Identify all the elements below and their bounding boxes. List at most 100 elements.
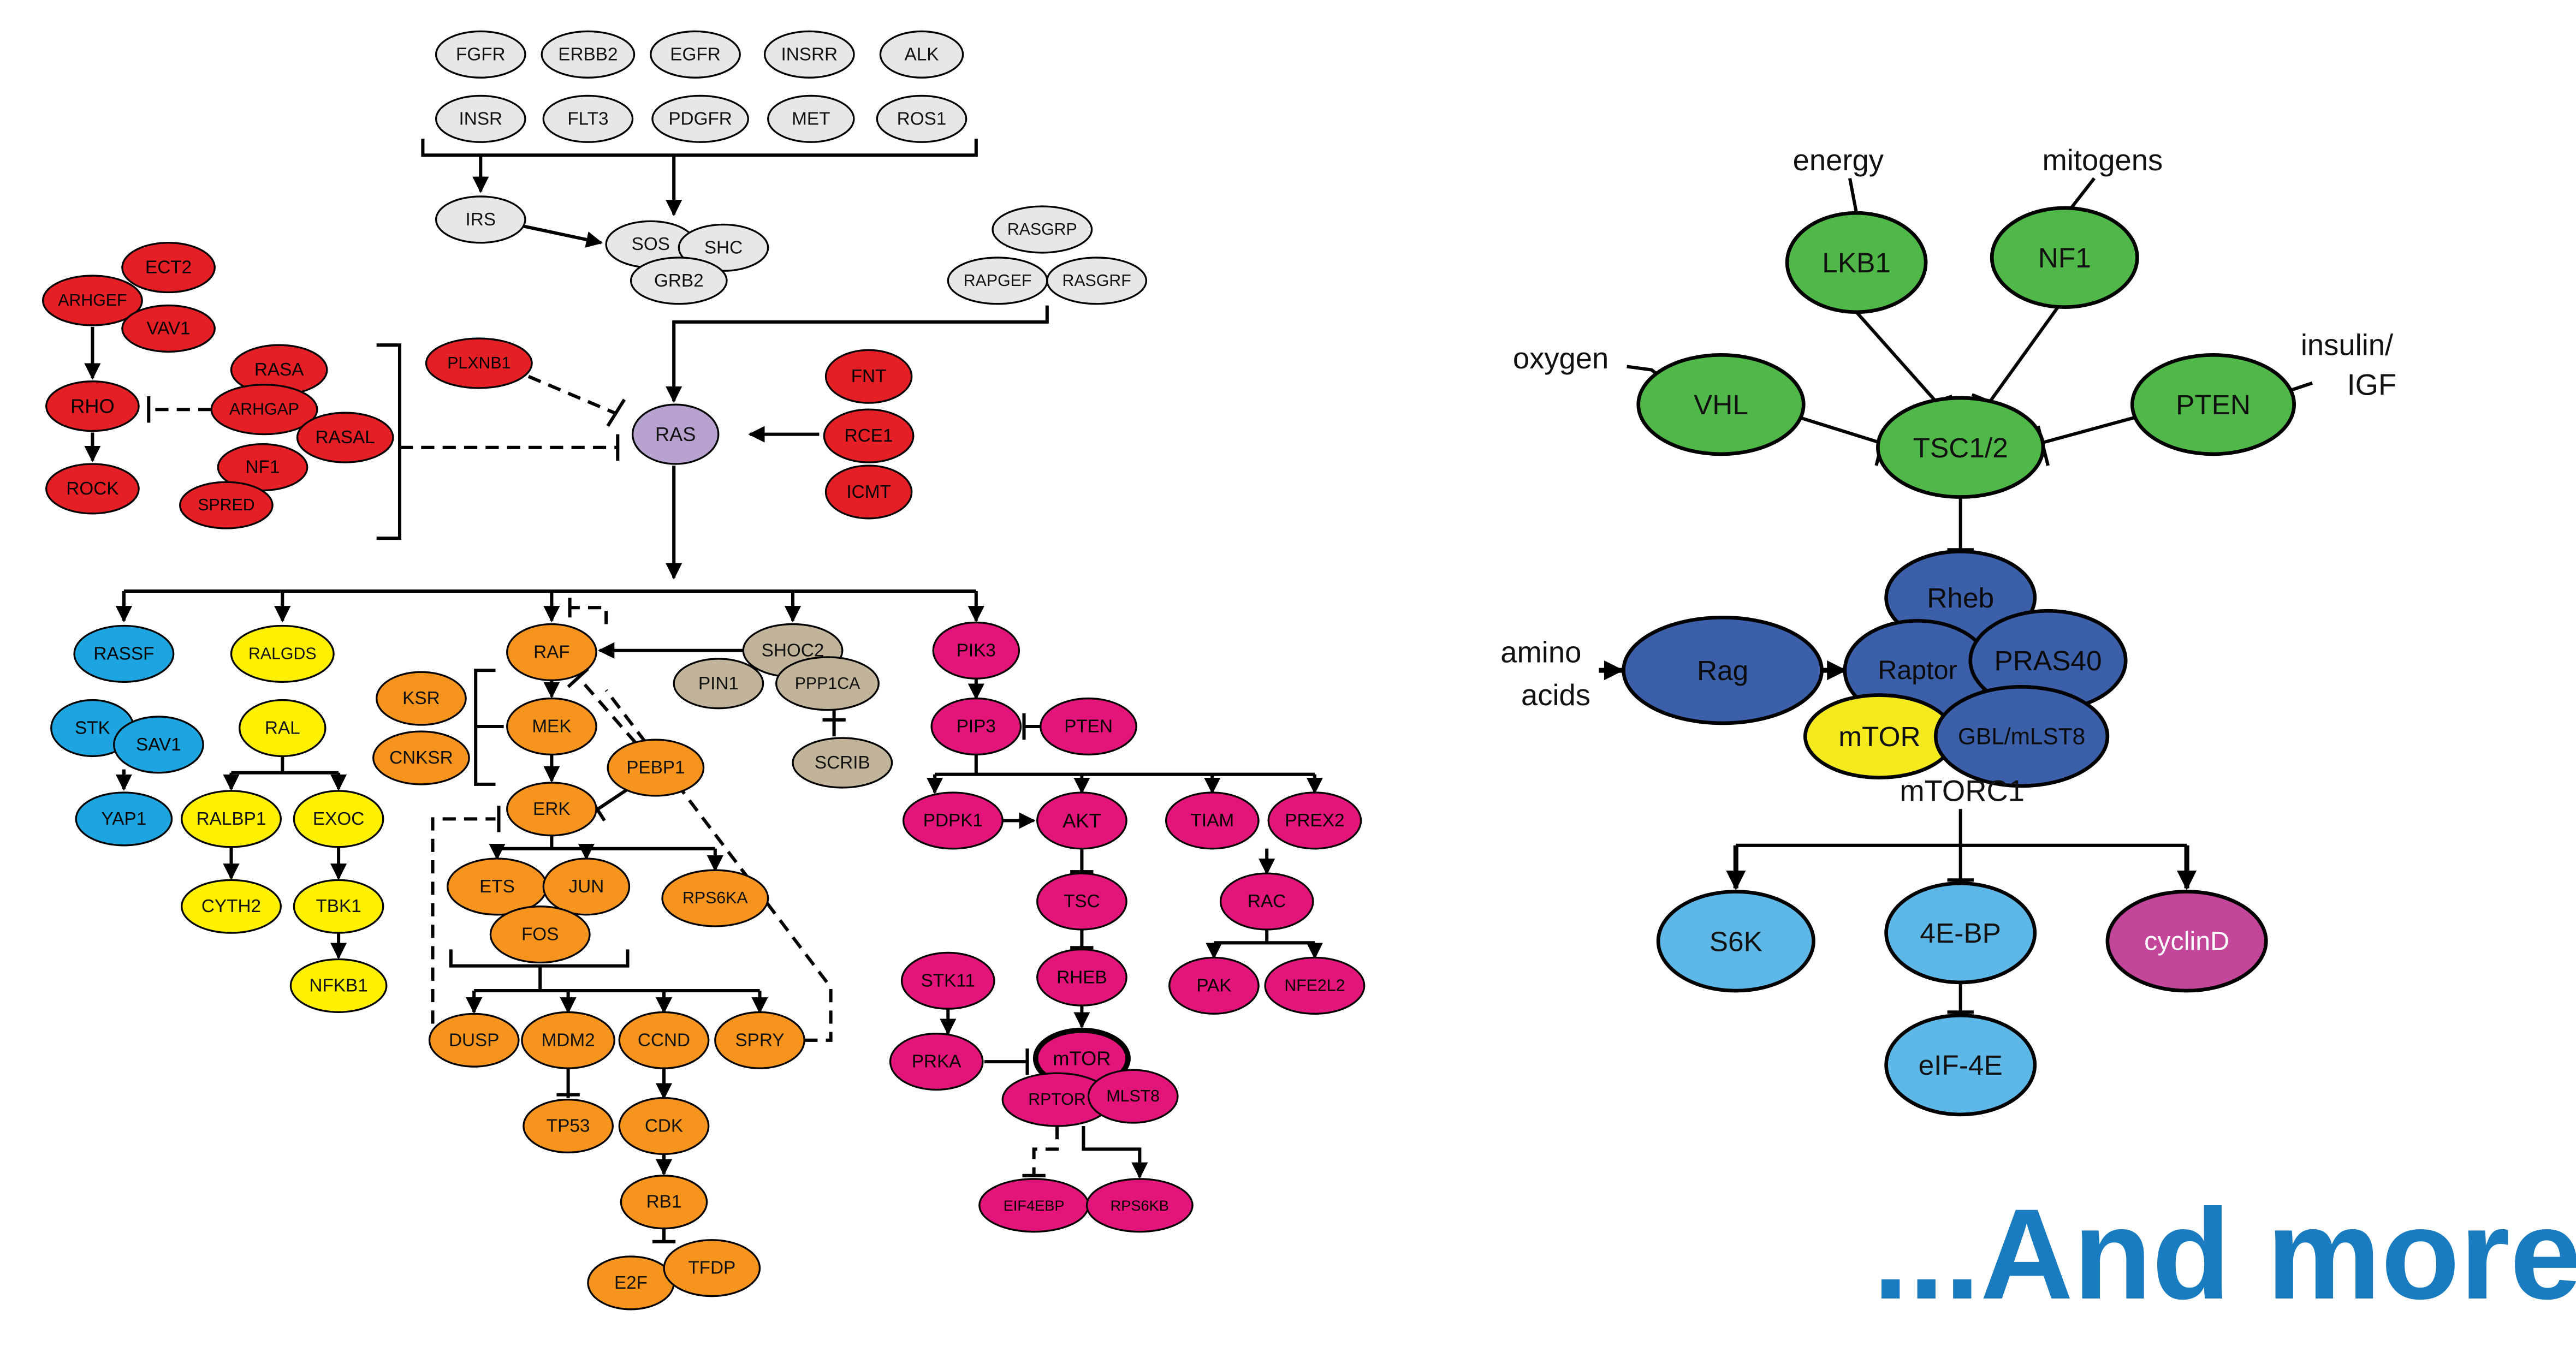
edge-spry-feedback-top: [569, 606, 608, 624]
node-arhgap: ARHGAP: [210, 384, 318, 436]
node-fnt: FNT: [824, 349, 913, 404]
node-insr-shape: [435, 94, 526, 143]
node-ros1-label: ROS1: [897, 109, 947, 129]
edge-irs-to-sos: [523, 224, 603, 248]
node-pebp1: PEBP1: [607, 738, 705, 797]
node-ralgds-label: RALGDS: [248, 645, 317, 663]
node-pak-shape: [1168, 956, 1260, 1015]
node-ras: RAS: [631, 403, 720, 465]
node-cyclind-shape: [2105, 890, 2268, 993]
node-dusp: DUSP: [428, 1012, 520, 1068]
edge-spry-inhibit-raf: [604, 689, 833, 1042]
edge-mtor-eif4ebp: [1032, 1126, 1059, 1176]
node-rho-shape: [45, 380, 140, 432]
node-e2f: E2F: [587, 1255, 675, 1311]
node-yap1-shape: [75, 791, 173, 847]
node-alk: ALK: [879, 30, 964, 79]
node-rps6kb-shape: [1085, 1178, 1194, 1233]
label-oxygen: oxygen: [1513, 342, 1608, 375]
node-raf-shape: [506, 623, 597, 681]
node-ros1-shape: [876, 94, 968, 143]
node-irs-shape: [435, 195, 526, 244]
node-nf1: NF1: [217, 443, 308, 492]
node-prex2-shape: [1267, 791, 1362, 850]
edge-vhl-inhibit-tsc: [1800, 416, 1880, 444]
edge-rasgef-to-ras: [666, 305, 1049, 403]
node-vhl-label: VHL: [1694, 389, 1748, 420]
node-spry-shape: [714, 1011, 805, 1069]
node-met: MET: [767, 94, 855, 143]
node-rps6kb-label: RPS6KB: [1111, 1197, 1169, 1214]
node-exoc-label: EXOC: [313, 809, 364, 829]
node-spred-label: SPRED: [198, 496, 254, 514]
node-nfe2l2: NFE2L2: [1264, 956, 1366, 1015]
node-sos-label: SOS: [632, 234, 670, 254]
node-nfkb1: NFKB1: [289, 958, 388, 1013]
node-cyclind-label: cyclinD: [2144, 926, 2229, 956]
node-fgfr-label: FGFR: [456, 44, 506, 64]
node-eif4e-shape: [1884, 1013, 2037, 1117]
node-raf: RAF: [506, 623, 597, 681]
node-insr-label: INSR: [459, 109, 503, 129]
node-insrr: INSRR: [763, 30, 855, 79]
node-grb2: GRB2: [630, 257, 728, 305]
node-fnt-shape: [824, 349, 913, 404]
node-mek-shape: [506, 697, 597, 756]
node-rassf-shape: [73, 624, 175, 683]
node-ral-shape: [239, 699, 327, 758]
node-shc-label: SHC: [704, 237, 743, 258]
node-akt-shape: [1036, 791, 1127, 850]
node-rce1: RCE1: [823, 408, 915, 463]
node-rag-label: Rag: [1697, 654, 1748, 686]
node-rho: RHO: [45, 380, 140, 432]
node-cnksr: CNKSR: [372, 730, 470, 785]
node-rps6ka: RPS6KA: [661, 869, 769, 927]
node-pdpk1: PDPK1: [902, 791, 1004, 850]
node-prex2: PREX2: [1267, 791, 1362, 850]
node-erk: ERK: [506, 782, 597, 837]
node-rasgrf-shape: [1046, 257, 1148, 305]
node-ccnd-shape: [618, 1011, 710, 1069]
node-tfdp-label: TFDP: [688, 1258, 735, 1278]
edge-mitogens-nf1: [2069, 177, 2096, 209]
node-ksr: KSR: [376, 671, 467, 726]
node-spry: SPRY: [714, 1011, 805, 1069]
node-dusp-label: DUSP: [449, 1030, 500, 1050]
node-rps6ka-shape: [661, 869, 769, 927]
node-flt3-shape: [542, 94, 634, 143]
node-stk11: STK11: [900, 951, 995, 1010]
node-ect2-label: ECT2: [145, 258, 192, 278]
node-insrr-label: INSRR: [781, 44, 838, 64]
node-erk-label: ERK: [533, 799, 570, 819]
node-tsc-shape: [1036, 872, 1127, 931]
node-ccnd: CCND: [618, 1011, 710, 1069]
node-erbb2-label: ERBB2: [558, 44, 618, 64]
node-plxnb1-shape: [425, 337, 533, 389]
node-spred-shape: [179, 481, 274, 529]
node-s6k: S6K: [1656, 890, 1815, 993]
node-pin1-shape: [673, 658, 764, 710]
node-ksr-label: KSR: [402, 688, 440, 708]
node-pdpk1-label: PDPK1: [923, 811, 983, 831]
edges-layer: [84, 139, 2313, 1243]
node-pin1-label: PIN1: [698, 674, 739, 694]
label-igf: IGF: [2347, 368, 2397, 401]
node-jun-shape: [542, 857, 631, 916]
node-pras40-label: PRAS40: [1994, 645, 2102, 676]
node-prka-label: PRKA: [912, 1052, 961, 1072]
node-tsc-label: TSC: [1064, 891, 1100, 912]
node-mdm2-label: MDM2: [542, 1030, 595, 1050]
node-pdpk1-shape: [902, 791, 1004, 850]
node-insrr-shape: [763, 30, 855, 79]
node-tbk1-label: TBK1: [316, 896, 361, 916]
node-rptor-label: RPTOR: [1028, 1091, 1086, 1109]
node-alk-shape: [879, 30, 964, 79]
node-fnt-label: FNT: [851, 366, 887, 386]
node-ralbp1-label: RALBP1: [197, 809, 266, 829]
node-egfr-label: EGFR: [670, 44, 721, 64]
node-insr: INSR: [435, 94, 526, 143]
edge-dusp-inhibit-erk: [431, 817, 496, 1024]
node-rassf: RASSF: [73, 624, 175, 683]
node-ralgds-shape: [230, 624, 335, 683]
